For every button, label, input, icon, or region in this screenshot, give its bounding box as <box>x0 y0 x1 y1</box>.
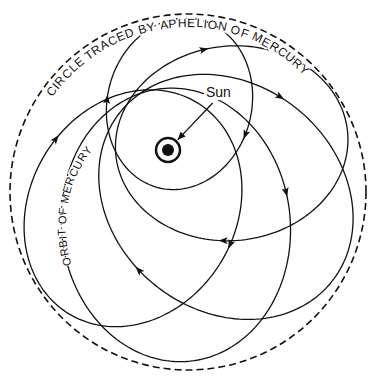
label-letter: E <box>187 17 195 29</box>
label-letter: L <box>196 17 204 29</box>
label-letter: T <box>57 229 68 236</box>
orbit-arrowhead <box>199 45 209 54</box>
orbit-arrowhead <box>275 92 286 103</box>
label-letter: P <box>168 17 177 30</box>
orbit-ellipse <box>61 88 290 361</box>
label-letter: O <box>61 256 74 267</box>
orbit-label: ORBIT OF MERCURY <box>0 0 1 1</box>
orbit-arrowhead <box>282 187 291 197</box>
circle-label: CIRCLE TRACED BY APHELION OF MERCURY <box>0 0 1 1</box>
label-letter: A <box>159 18 169 31</box>
orbit-arrowhead <box>240 129 250 140</box>
orbit-arrowhead <box>50 133 61 144</box>
label-letter: M <box>59 193 72 204</box>
orbit-ellipse <box>24 90 242 327</box>
orbit-arrowhead <box>219 237 228 244</box>
label-letter: H <box>177 17 186 29</box>
label-letter: F <box>57 207 69 215</box>
label-letter: O <box>57 215 68 224</box>
aphelion-circle <box>10 14 366 370</box>
label-letter: O <box>207 18 218 31</box>
orbit-arrowhead <box>225 239 235 250</box>
leader-arrowhead <box>175 132 186 143</box>
label-letter <box>57 225 68 228</box>
orbit-arrowhead <box>133 264 144 275</box>
sun-label: Sun <box>204 84 233 100</box>
sun-ring <box>156 138 180 162</box>
orbit-ellipse <box>99 74 353 319</box>
sun-disc <box>162 144 174 156</box>
orbit-arrowhead <box>103 94 111 104</box>
